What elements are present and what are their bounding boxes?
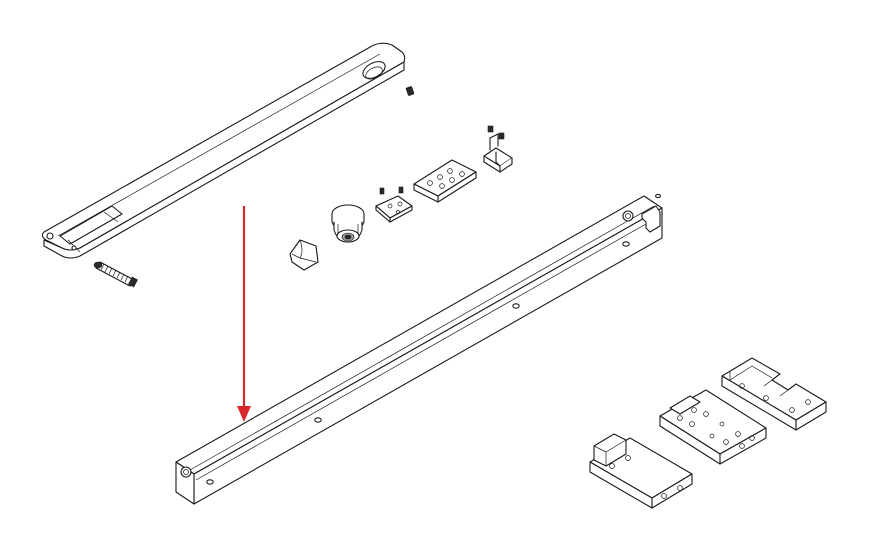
assembly-arrow-down-icon <box>237 206 251 422</box>
end-bracket <box>483 125 513 173</box>
mounting-plate-right <box>721 357 827 431</box>
clip-bracket <box>375 186 413 223</box>
track-rail <box>175 193 663 505</box>
spindle-screw <box>93 261 138 288</box>
roller-bearing <box>331 204 365 243</box>
arm <box>41 42 406 259</box>
spindle-insert <box>289 239 319 271</box>
mounting-plate-left <box>589 433 693 509</box>
mounting-plate-center <box>659 389 767 465</box>
pivot-block <box>413 159 477 203</box>
set-screw <box>405 86 415 96</box>
